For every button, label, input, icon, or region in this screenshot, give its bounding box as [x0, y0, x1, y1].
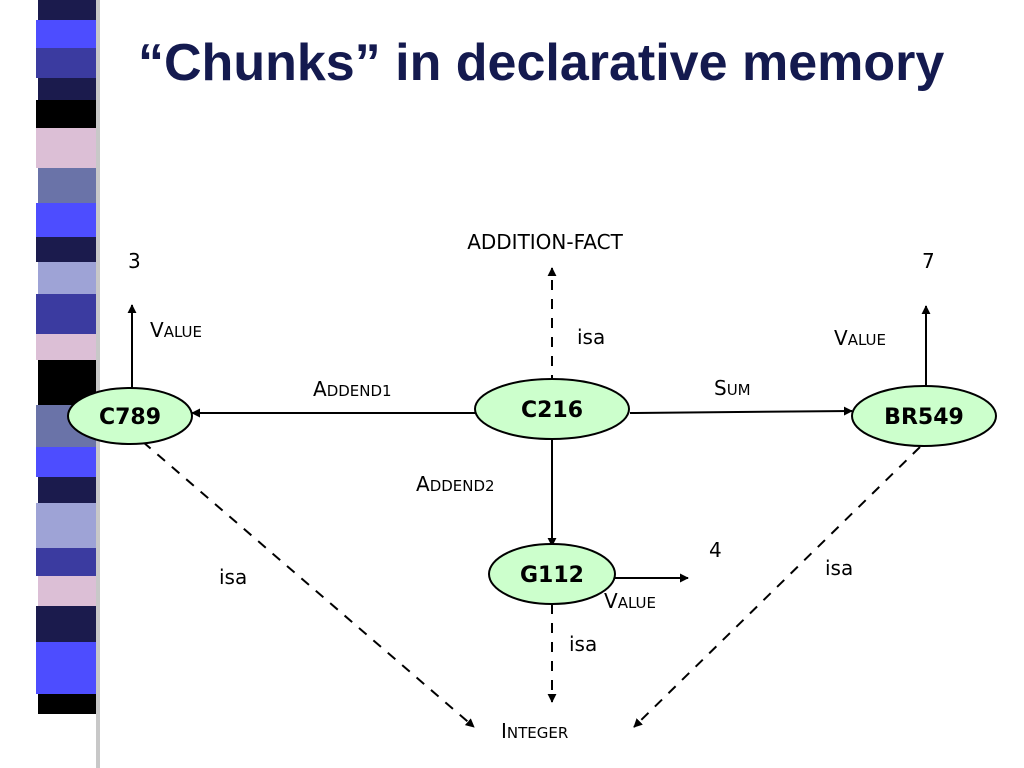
label-sum: SUM — [714, 376, 751, 400]
stripe-segment — [36, 20, 96, 48]
label-value-3: 3 — [128, 249, 141, 273]
stripe-segment — [36, 294, 96, 334]
node-br549-label: BR549 — [884, 405, 964, 430]
edge-c216-sum-br549 — [629, 406, 853, 416]
node-c216-label: C216 — [521, 398, 583, 423]
label-isa-c789: isa — [219, 565, 247, 589]
label-isa-br549: isa — [825, 556, 853, 580]
node-c789-label: C789 — [99, 405, 161, 430]
label-isa-g112: isa — [569, 632, 597, 656]
label-value-br549: VALUE — [834, 326, 886, 350]
stripe-segment — [38, 576, 98, 606]
label-value-g112: VALUE — [604, 589, 656, 613]
node-br549-shape — [851, 385, 997, 447]
label-addition-fact: ADDITION-FACT — [467, 230, 623, 254]
stripe-segment — [36, 334, 96, 360]
node-c789: C789 — [67, 387, 193, 445]
stripe-segment — [36, 447, 96, 477]
stripe-segment — [36, 48, 96, 78]
node-g112: G112 — [488, 543, 616, 605]
edge-br549-isa-integer — [633, 446, 921, 728]
node-br549: BR549 — [851, 385, 997, 447]
node-c216: C216 — [474, 378, 630, 440]
label-addend2: ADDEND2 — [416, 472, 495, 496]
stripe-segment — [36, 642, 96, 694]
stripe-segment — [38, 78, 98, 100]
stripe-segment — [36, 100, 96, 128]
stripe-segment — [36, 203, 96, 237]
node-g112-label: G112 — [520, 563, 584, 588]
stripe-segment — [38, 262, 98, 294]
node-c216-shape — [474, 378, 630, 440]
label-isa-addition-fact: isa — [577, 325, 605, 349]
stripe-segment — [38, 477, 98, 503]
label-integer: INTEGER — [501, 719, 568, 743]
stripe-segment — [36, 503, 96, 548]
slide-title: “Chunks” in declarative memory — [138, 34, 945, 92]
label-value-c789: VALUE — [150, 318, 202, 342]
stripe-segment — [38, 0, 98, 20]
stripe-segment — [36, 128, 96, 168]
label-value-7: 7 — [922, 249, 935, 273]
label-value-4: 4 — [709, 538, 722, 562]
stripe-shadow — [96, 0, 100, 768]
node-g112-shape — [488, 543, 616, 605]
stripe-segment — [38, 168, 98, 203]
edge-c789-isa-integer — [142, 441, 475, 728]
stripe-segment — [36, 548, 96, 576]
stripe-segment — [38, 694, 98, 714]
label-addend1: ADDEND1 — [313, 377, 392, 401]
stripe-segment — [36, 237, 96, 262]
node-c789-shape — [67, 387, 193, 445]
stripe-segment — [36, 606, 96, 642]
